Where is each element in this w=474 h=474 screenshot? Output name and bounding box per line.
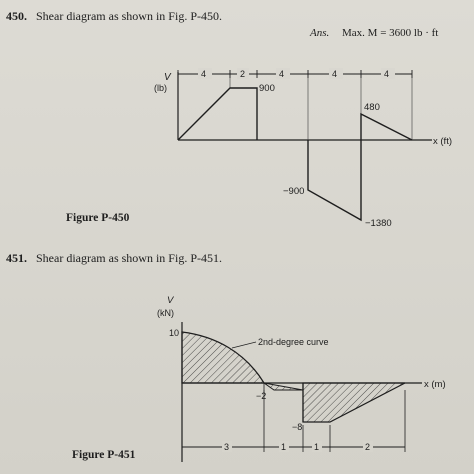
p450-span-bg-5 <box>381 68 395 79</box>
figure-p450-caption: Figure P-450 <box>66 212 130 224</box>
p451-span-1: 3 <box>224 442 229 452</box>
problem-450-ans-label: Ans. <box>310 27 330 39</box>
p450-value-neg900: −900 <box>283 186 304 197</box>
problem-450-statement: Shear diagram as shown in Fig. P-450. <box>36 9 222 23</box>
figure-p451-caption: Figure P-451 <box>72 449 136 461</box>
p451-value-neg8: −8 <box>292 422 302 432</box>
p451-v-label: V <box>167 295 175 306</box>
p450-span-bg-1 <box>198 68 212 79</box>
p450-x-label: x (ft) <box>433 136 452 147</box>
p451-span-bg-1 <box>222 441 232 452</box>
p450-span-2: 2 <box>240 69 245 79</box>
p451-span-bg-3 <box>312 441 322 452</box>
p450-span-bg-4 <box>329 68 343 79</box>
p450-value-480: 480 <box>364 102 380 113</box>
p451-negative-area <box>302 382 406 423</box>
p451-curve-leader <box>231 341 257 349</box>
p451-dimension-ticks <box>181 390 406 452</box>
p450-v-label: V <box>164 72 172 83</box>
p451-span-bg-2 <box>279 441 289 452</box>
p450-negative-shear <box>307 112 413 222</box>
p450-positive-shear <box>177 87 258 141</box>
p450-value-900: 900 <box>259 83 275 94</box>
p450-span-3: 4 <box>279 69 284 79</box>
problem-451-number: 451. <box>6 251 27 265</box>
p450-span-bg-3 <box>276 68 290 79</box>
p450-span-5: 4 <box>384 69 389 79</box>
p450-guides <box>229 78 413 140</box>
p450-span-1: 4 <box>201 69 206 79</box>
p451-x-label: x (m) <box>424 379 446 390</box>
p450-span-bg-2 <box>237 68 249 79</box>
p451-value-neg2: −2 <box>256 391 266 401</box>
p451-small-negative-area <box>263 382 304 391</box>
p450-span-4: 4 <box>332 69 337 79</box>
p451-span-4: 2 <box>365 442 370 452</box>
p451-span-2: 1 <box>281 442 286 452</box>
p451-positive-area <box>181 331 266 384</box>
p451-value-10: 10 <box>169 328 179 338</box>
p451-curve-note: 2nd-degree curve <box>258 337 329 347</box>
p450-dimension-ticks <box>177 70 413 78</box>
p450-value-neg1380: −1380 <box>365 218 392 229</box>
p451-span-3: 1 <box>314 442 319 452</box>
problem-450-answer: Max. M = 3600 lb · ft <box>342 27 439 39</box>
p451-v-unit: (kN) <box>157 308 174 318</box>
problem-451-statement: Shear diagram as shown in Fig. P-451. <box>36 251 222 265</box>
problem-450-number: 450. <box>6 9 27 23</box>
p450-v-unit: (lb) <box>154 83 167 93</box>
p451-span-bg-4 <box>363 441 373 452</box>
